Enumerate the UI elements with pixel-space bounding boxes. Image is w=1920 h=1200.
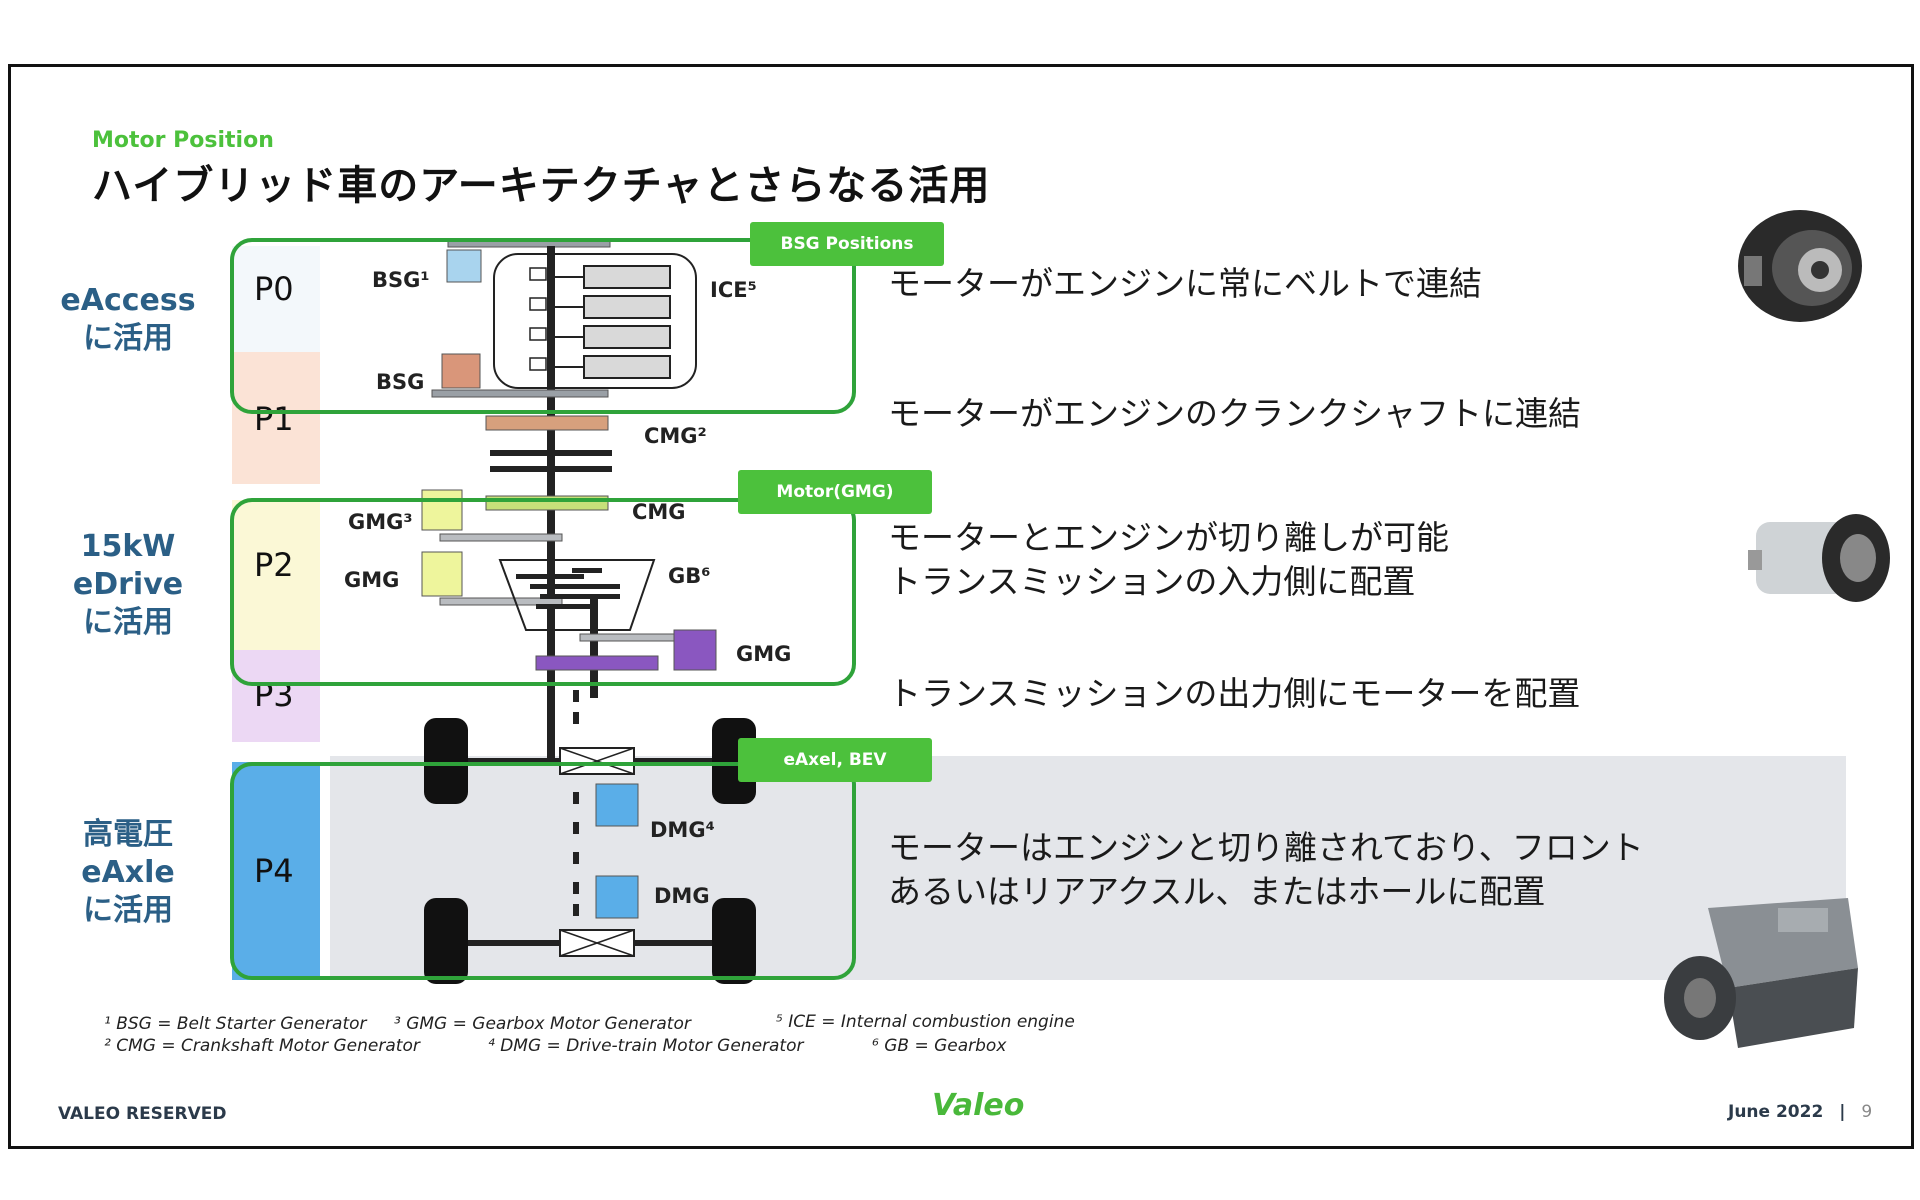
usecase-line: eAccess [60, 283, 196, 318]
usecase-line: に活用 [83, 321, 173, 356]
bsg-positions-box [230, 238, 856, 414]
footnote-ice: ⁵ ICE = Internal combustion engine [776, 1012, 1075, 1032]
label-gmg: GMG [344, 568, 400, 592]
desc-line: モーターはエンジンと切り離されており、フロント [888, 828, 1644, 867]
lower-belt [431, 389, 609, 398]
desc-p4: モーターはエンジンと切り離されており、フロント あるいはリアアクスル、またはホー… [888, 826, 1644, 914]
footnote-gmg: ³ GMG = Gearbox Motor Generator [394, 1014, 691, 1034]
p3-disc [535, 655, 659, 671]
footer-separator: | [1839, 1102, 1846, 1122]
motor-gmg-box [230, 498, 856, 686]
badge-eaxel-bev: eAxel, BEV [738, 738, 932, 782]
gearbox-gears [516, 568, 620, 609]
desc-line: あるいはリアアクスル、またはホールに配置 [888, 872, 1546, 911]
gmg-motor-image [1748, 514, 1890, 602]
position-p0: P0 [254, 270, 294, 308]
label-gmg3: GMG³ [348, 510, 413, 534]
rear-left-wheel [424, 898, 468, 984]
p1-band [232, 352, 320, 484]
desc-line: トランスミッションの出力側にモーターを配置 [888, 674, 1581, 713]
gmg3-belt [439, 533, 563, 542]
prop-shaft-dashes [573, 690, 579, 916]
bsg-motor [441, 353, 481, 389]
position-p2: P2 [254, 546, 294, 584]
usecase-line: 高電圧 [83, 817, 173, 852]
ice-cylinders [529, 265, 671, 379]
footer-reserved: VALEO RESERVED [58, 1104, 227, 1124]
footer-date: June 2022 [1728, 1102, 1824, 1122]
usecase-line: eDrive [72, 567, 184, 602]
clutch-plate [490, 466, 612, 472]
bsg1-motor [446, 249, 482, 283]
desc-p3: トランスミッションの出力側にモーターを配置 [888, 672, 1580, 716]
gmg-motor [421, 551, 463, 597]
output-shaft [590, 598, 598, 698]
label-ice5: ICE⁵ [710, 278, 757, 302]
usecase-eaccess: eAccess に活用 [48, 282, 208, 358]
label-cmg: CMG [632, 500, 686, 524]
label-dmg4: DMG⁴ [650, 818, 715, 842]
usecase-line: に活用 [83, 893, 173, 928]
dmg-motor [595, 875, 639, 919]
footer-date-page: June 2022 | 9 [1728, 1102, 1872, 1122]
rear-right-wheel [712, 898, 756, 984]
cmg2-disc [485, 415, 609, 431]
p4-band [232, 762, 320, 980]
valeo-logo: Valeo [932, 1088, 1025, 1123]
usecase-line: 15kW [80, 529, 176, 564]
gmg3-motor [421, 489, 463, 531]
desc-line: モーターがエンジンのクランクシャフトに連結 [888, 394, 1581, 433]
footnote-bsg: ¹ BSG = Belt Starter Generator [104, 1014, 367, 1034]
footer-page-number: 9 [1861, 1102, 1873, 1122]
position-p4: P4 [254, 852, 294, 890]
label-gb6: GB⁶ [668, 564, 711, 588]
footnote-cmg: ² CMG = Crankshaft Motor Generator [104, 1036, 420, 1056]
desc-line: トランスミッションの入力側に配置 [888, 562, 1416, 601]
front-differential [559, 747, 635, 775]
p0-band [232, 246, 320, 352]
usecase-line: に活用 [83, 605, 173, 640]
footnote-dmg: ⁴ DMG = Drive-train Motor Generator [488, 1036, 804, 1056]
label-gmg-output: GMG [736, 642, 792, 666]
slide-subtitle: Motor Position [92, 128, 274, 153]
desc-p1: モーターがエンジンのクランクシャフトに連結 [888, 392, 1581, 436]
usecase-line: eAxle [81, 855, 175, 890]
ice-outline [493, 253, 697, 389]
gmg-output-motor [673, 629, 717, 671]
eaxle-image [1664, 898, 1858, 1048]
desc-p0: モーターがエンジンに常にベルトで連結 [888, 262, 1482, 306]
dmg4-motor [595, 783, 639, 827]
usecase-edrive: 15kW eDrive に活用 [48, 528, 208, 642]
label-bsg1: BSG¹ [372, 268, 430, 292]
desc-line: モーターがエンジンに常にベルトで連結 [888, 264, 1482, 303]
rear-differential [559, 929, 635, 957]
footnote-gb: ⁶ GB = Gearbox [872, 1036, 1007, 1056]
gmg-belt [439, 597, 563, 606]
p2-band [232, 500, 320, 650]
slide-title: ハイブリッド車のアーキテクチャとさらなる活用 [92, 163, 991, 209]
badge-motor-gmg: Motor(GMG) [738, 470, 932, 514]
label-cmg2: CMG² [644, 424, 707, 448]
gmg-output-belt [579, 633, 675, 642]
badge-bsg-positions: BSG Positions [750, 222, 944, 266]
eaxel-box [230, 762, 856, 980]
clutch-plate [490, 450, 612, 456]
desc-line: モーターとエンジンが切り離しが可能 [888, 518, 1449, 557]
position-p1: P1 [254, 400, 294, 438]
front-left-wheel [424, 718, 468, 804]
usecase-eaxle: 高電圧 eAxle に活用 [48, 816, 208, 930]
label-dmg: DMG [654, 884, 710, 908]
alternator-image [1738, 210, 1862, 322]
label-bsg: BSG [376, 370, 425, 394]
gearbox-outline [498, 559, 656, 631]
desc-p2: モーターとエンジンが切り離しが可能 トランスミッションの入力側に配置 [888, 516, 1449, 604]
